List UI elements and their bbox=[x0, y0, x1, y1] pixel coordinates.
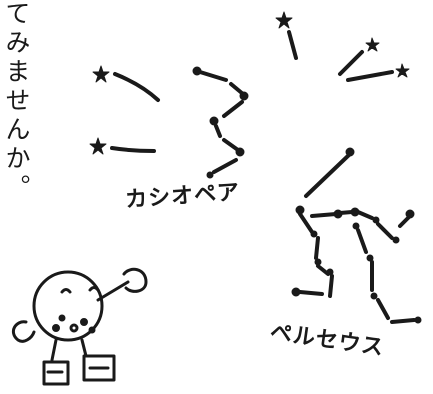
intro-vertical-text: てみませんか。 bbox=[2, 0, 31, 203]
perseus-constellation bbox=[291, 147, 422, 324]
mascot-character bbox=[12, 267, 148, 386]
cassiopeia-constellation bbox=[192, 66, 249, 179]
shooting-star-top-center bbox=[275, 11, 298, 60]
shooting-star-top-right bbox=[338, 37, 410, 82]
shooting-star-middle-left bbox=[89, 137, 156, 155]
shooting-star-top-left bbox=[92, 65, 160, 102]
